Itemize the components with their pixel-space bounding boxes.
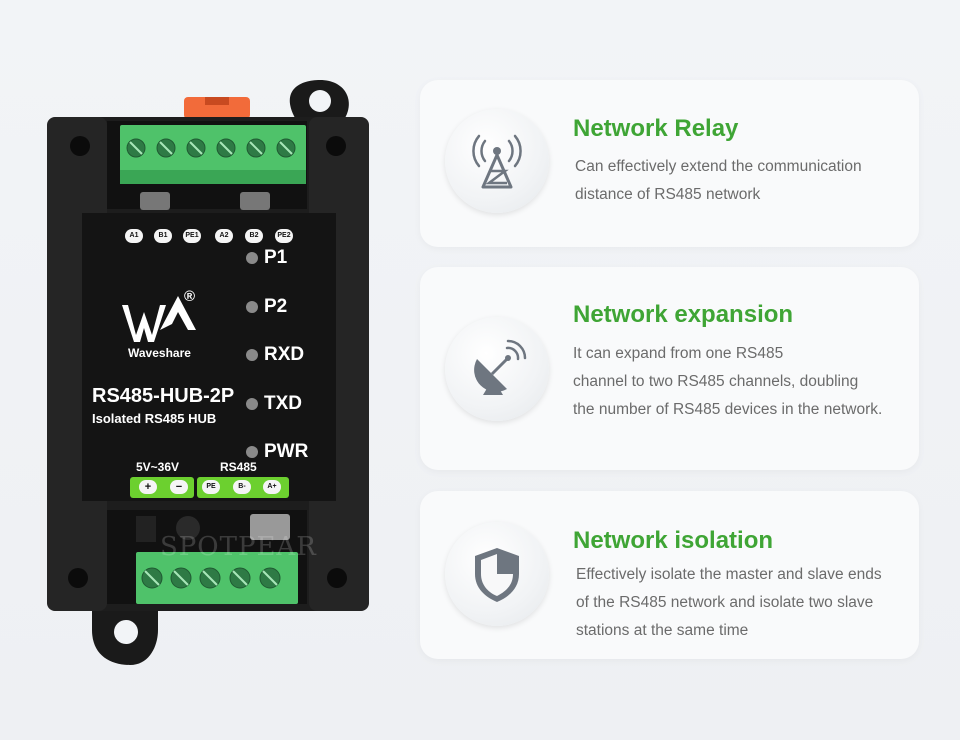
shield-icon [445,522,549,626]
feature-description-line: the number of RS485 devices in the netwo… [573,401,883,418]
feature-description: It can expand from one RS485 channel to … [573,340,882,424]
device-drawing [47,80,369,665]
watermark: SPOTPEAR [160,532,317,562]
registered-mark: ® [184,288,196,305]
feature-card-network-expansion: Network expansion It can expand from one… [420,267,919,470]
feature-description: Can effectively extend the communication… [575,153,862,209]
feature-title: Network Relay [573,115,739,142]
pin-label-b2: B2 [245,229,263,243]
brand-name: Waveshare [128,346,191,360]
model-name: RS485-HUB-2P [92,385,235,407]
power-range-label: 5V~36V [136,460,180,474]
rs485-label: RS485 [220,460,257,474]
feature-description-line: stations at the same time [576,622,749,639]
feature-card-network-isolation: Network isolation Effectively isolate th… [420,491,919,659]
feature-description: Effectively isolate the master and slave… [576,561,882,645]
led-label-pwr: PWR [264,441,309,462]
feature-description-line: It can expand from one RS485 [573,345,784,362]
pin-label-pe: PE [202,480,220,494]
device-image: A1 B1 PE1 A2 B2 PE2 ® Waveshare RS485-HU… [0,0,400,740]
feature-description-line: channel to two RS485 channels, doubling [573,373,859,390]
feature-description-line: Can effectively extend the communication [575,158,862,175]
feature-description-line: distance of RS485 network [575,186,761,203]
feature-title: Network expansion [573,301,794,328]
pin-label-minus: − [170,480,188,494]
feature-title: Network isolation [573,527,774,554]
pin-label-b1: B1 [154,229,172,243]
pin-label-pe1: PE1 [183,229,201,243]
radio-tower-icon [445,109,549,213]
led-label-p2: P2 [264,296,288,317]
pin-label-a-plus: A+ [263,480,281,494]
pin-label-b-minus: B- [233,480,251,494]
device-subtitle: Isolated RS485 HUB [92,411,217,426]
pin-label-a2: A2 [215,229,233,243]
pin-label-a1: A1 [125,229,143,243]
led-label-p1: P1 [264,247,288,268]
satellite-dish-icon [445,317,549,421]
led-label-txd: TXD [264,393,302,414]
pin-label-pe2: PE2 [275,229,293,243]
feature-card-network-relay: Network Relay Can effectively extend the… [420,80,919,247]
feature-description-line: Effectively isolate the master and slave… [576,566,882,583]
led-label-rxd: RXD [264,344,305,365]
pin-label-plus: + [139,480,157,494]
feature-description-line: of the RS485 network and isolate two sla… [576,594,874,611]
